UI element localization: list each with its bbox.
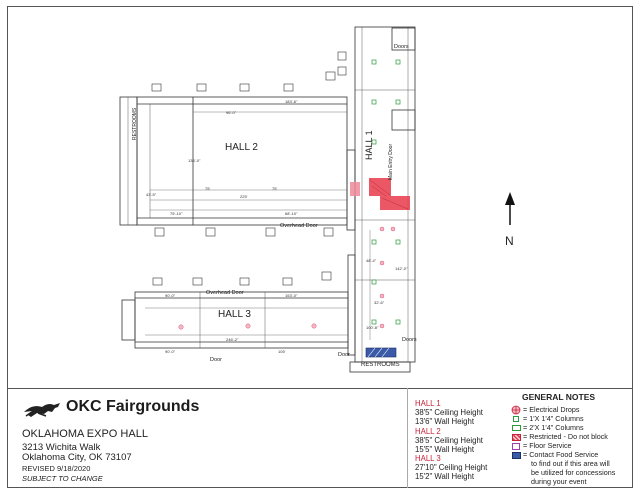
food-service-area: [365, 347, 397, 358]
dim-label: 48'-4": [366, 258, 377, 263]
dim-label: 90'-0": [165, 293, 176, 298]
contact-food-icon: [512, 452, 521, 459]
dim-label: 100'-8": [366, 325, 379, 330]
hall3-label: HALL 3: [218, 309, 251, 320]
dim-label: 96'-0": [226, 110, 237, 115]
title-block-separator: [407, 388, 408, 488]
hall-info-name: HALL 2: [415, 427, 441, 436]
revised-date: REVISED 9/18/2020: [22, 464, 91, 473]
door-bottom-label: Door: [210, 357, 222, 363]
title-block-divider: [7, 388, 633, 389]
note-electrical: = Electrical Drops: [523, 405, 580, 414]
horse-logo-icon: [24, 403, 60, 417]
dim-label: 75': [272, 186, 278, 191]
overhead-door-label-2: Overhead Door: [206, 290, 244, 296]
subject-to-change: SUBJECT TO CHANGE: [22, 474, 103, 483]
general-notes-title: GENERAL NOTES: [522, 392, 596, 402]
note-floor-service: = Floor Service: [523, 441, 572, 450]
dim-label: 43'-5": [146, 192, 157, 197]
dim-label: 142'-0": [395, 266, 408, 271]
doors-top-label: Doors: [394, 44, 409, 50]
floor-plan: HALL 1 Main Entry Door RESTROOMS: [119, 26, 515, 373]
door-right-label: Door: [338, 352, 350, 358]
hall-info-name: HALL 1: [415, 399, 441, 408]
hall-info-ceiling: 27'10" Ceiling Height: [415, 463, 488, 472]
north-label: N: [505, 234, 514, 248]
hall-info-wall: 15'2" Wall Height: [415, 472, 475, 481]
hall-info-wall: 13'6" Wall Height: [415, 417, 475, 426]
hall-info-wall: 15'5" Wall Height: [415, 445, 475, 454]
hall-info-ceiling: 38'5" Ceiling Height: [415, 436, 483, 445]
dim-label: 75'-10": [170, 211, 183, 216]
dim-label: 75': [205, 186, 211, 191]
note-column-2x1: = 2'X 1'4" Columns: [523, 423, 584, 432]
venue-address-2: Oklahoma City, OK 73107: [22, 452, 132, 463]
restricted-area: [350, 178, 410, 210]
column-2x1-icon: [512, 425, 521, 431]
food-note-line: to find out if this area will: [531, 459, 610, 468]
doors-bottom-label: Doors: [402, 337, 417, 343]
restrooms-bottom-label: RESTROOMS: [361, 362, 400, 368]
restrooms-left-label: RESTROOMS: [132, 107, 138, 140]
dim-label: 225': [240, 194, 248, 199]
dim-label: 105': [278, 349, 286, 354]
venue-name: OKLAHOMA EXPO HALL: [22, 428, 148, 440]
food-note-line: during your event: [531, 477, 587, 486]
electrical-drop-icon: [511, 405, 521, 415]
hall2-label: HALL 2: [225, 142, 258, 153]
hall3-outline: [134, 291, 349, 349]
overhead-door-label-1: Overhead Door: [280, 223, 318, 229]
restroom-wing-left: [119, 96, 138, 226]
venue-address-1: 3213 Wichita Walk: [22, 442, 101, 453]
note-restricted: = Restricted - Do not block: [523, 432, 608, 441]
column-1x1-icon: [513, 416, 519, 422]
hall-info-name: HALL 3: [415, 454, 441, 463]
note-column-1x1: = 1'X 1'4" Columns: [523, 414, 584, 423]
dim-label: 183'-6": [285, 99, 298, 104]
north-arrow-icon: [505, 192, 515, 225]
dim-label: 32'-6": [374, 300, 385, 305]
dim-label: 68'-10": [285, 211, 298, 216]
restricted-icon: [512, 434, 521, 441]
brand-name: OKC Fairgrounds: [66, 398, 200, 415]
main-entry-label: Main Entry Door: [388, 144, 394, 180]
hall2-outline: [136, 96, 348, 226]
food-note-line: be utilized for concessions: [531, 468, 616, 477]
dim-label: 90'-0": [165, 349, 176, 354]
dim-label: 153'-0": [285, 293, 298, 298]
note-contact-food: = Contact Food Service: [523, 450, 599, 459]
dim-label: 136'-0": [188, 158, 201, 163]
hall-info-ceiling: 38'5" Ceiling Height: [415, 408, 483, 417]
drawing-frame: [7, 6, 633, 488]
dim-label: 246'-2": [226, 337, 239, 342]
hall1-label: HALL 1: [364, 130, 374, 160]
floor-service-icon: [512, 443, 520, 450]
